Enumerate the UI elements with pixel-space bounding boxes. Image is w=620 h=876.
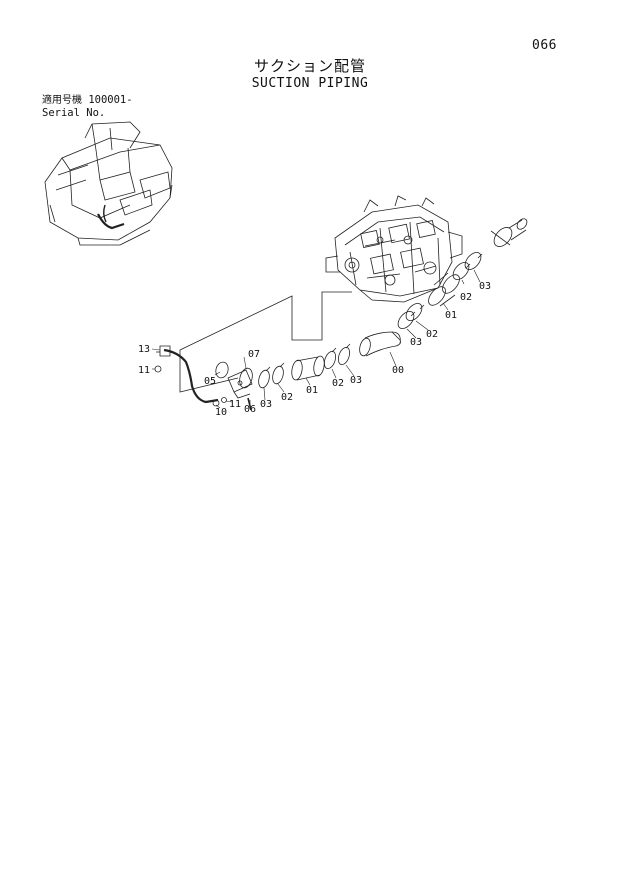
- clamp-screw: [279, 362, 285, 368]
- callout-label: 03: [350, 375, 362, 386]
- clamp-screw: [419, 304, 425, 310]
- hose-clamp: [323, 350, 337, 370]
- tube-fitting: [221, 397, 227, 403]
- clamp-screw: [345, 343, 351, 349]
- main-pump-illustration: [325, 195, 463, 303]
- machine-overview-illustration: [44, 121, 173, 246]
- hose-clamp: [452, 262, 470, 280]
- callout-label: 10: [215, 407, 227, 418]
- hose-clamp: [337, 346, 351, 366]
- hose-clamp: [272, 365, 284, 385]
- callout-label: 03: [260, 399, 272, 410]
- callout-label: 01: [445, 310, 457, 321]
- page-title-japanese: サクション配管: [253, 57, 366, 75]
- callout-label: 00: [392, 365, 404, 376]
- callout-label: 03: [479, 281, 491, 292]
- routing-line: [179, 291, 352, 393]
- serial-label: Serial No.: [42, 107, 106, 119]
- clamp-screw: [410, 311, 416, 317]
- serial-number-block: 適用号機 100001- Serial No.: [42, 94, 133, 119]
- page-title: SUCTION PIPING: [251, 76, 369, 91]
- callout-leaders: [151, 269, 481, 409]
- tube-fitting: [154, 365, 162, 373]
- suction-hose: [291, 355, 325, 381]
- callout-label: 02: [460, 292, 472, 303]
- tank-flange-adapter: [227, 367, 253, 399]
- callout-label: 06: [244, 404, 256, 415]
- callout-label: 11: [138, 365, 150, 376]
- vent-tube: [156, 345, 219, 404]
- bolt: [247, 397, 252, 411]
- hose-clamp: [405, 303, 423, 321]
- suction-hose: [428, 272, 460, 307]
- hose-clamp: [258, 369, 270, 389]
- callout-label: 02: [426, 329, 438, 340]
- hose-clamp: [397, 311, 415, 329]
- hose-clamp: [464, 252, 482, 270]
- suction-pipe-elbow: [359, 331, 401, 357]
- serial-label-japanese: 適用号機: [42, 95, 82, 106]
- callout-label: 11: [229, 399, 241, 410]
- callout-label: 03: [410, 337, 422, 348]
- pump-inlet-port: [490, 218, 528, 247]
- callout-label: 13: [138, 344, 150, 355]
- clamp-screw: [331, 347, 337, 353]
- callout-label: 02: [281, 392, 293, 403]
- callout-label: 05: [204, 376, 216, 387]
- callout-label: 07: [248, 349, 260, 360]
- clamp-screw: [465, 263, 471, 269]
- clamp-screw: [477, 253, 483, 259]
- page-number: 066: [532, 38, 557, 53]
- tube-fitting: [212, 399, 220, 407]
- callout-label: 01: [306, 385, 318, 396]
- clamp-screw: [265, 366, 271, 372]
- serial-value: 100001-: [88, 94, 133, 106]
- gasket: [215, 361, 229, 379]
- callout-label: 02: [332, 378, 344, 389]
